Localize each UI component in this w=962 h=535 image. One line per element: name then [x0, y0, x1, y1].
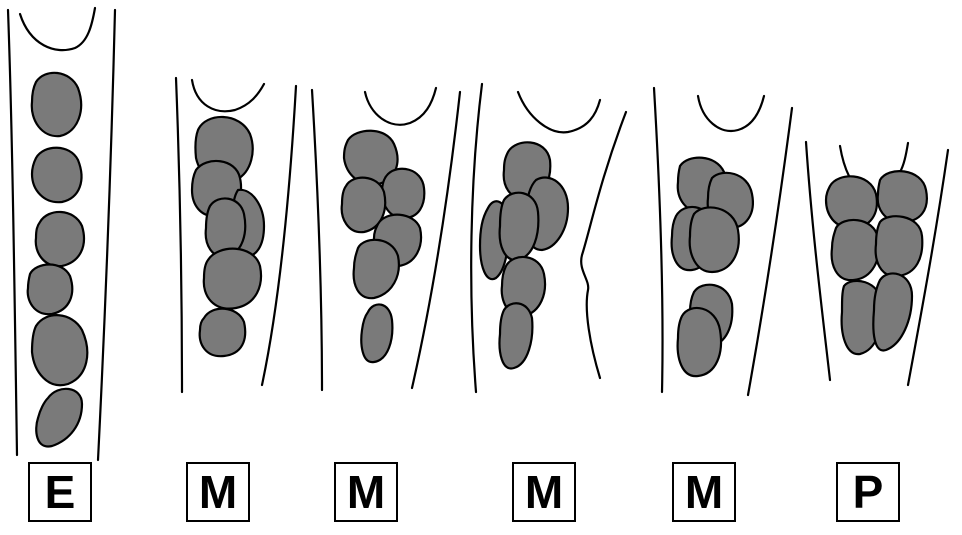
seed [200, 309, 245, 357]
seed [28, 265, 73, 315]
seed [206, 198, 246, 256]
hilum-arc [365, 88, 436, 125]
pod-wall-left [312, 90, 322, 390]
pod-wall-right [98, 10, 115, 460]
hilum-arc [20, 8, 95, 50]
panel-label-m2: M [334, 462, 398, 522]
funicle-left [840, 146, 849, 176]
seed [32, 315, 87, 385]
pod-wall-left [8, 10, 17, 455]
seed [500, 193, 539, 260]
panel-e-seeds [28, 73, 88, 447]
seed [361, 304, 392, 362]
panel-label-text: M [199, 469, 237, 515]
seed [690, 207, 739, 272]
panel-label-m1: M [186, 462, 250, 522]
panel-label-m3: M [512, 462, 576, 522]
hilum-arc [192, 80, 264, 111]
seed [678, 308, 721, 376]
panel-p-seeds [826, 171, 927, 354]
seed [204, 249, 261, 309]
seed [36, 389, 82, 447]
panel-label-text: M [525, 469, 563, 515]
panel-label-text: P [853, 469, 884, 515]
seed [876, 216, 923, 276]
seed [32, 73, 81, 136]
seed [382, 169, 424, 218]
panel-m4-seeds [672, 158, 753, 377]
seed [354, 240, 399, 298]
panel-label-text: E [45, 469, 76, 515]
panel-label-m4: M [672, 462, 736, 522]
funicle-right [900, 143, 908, 172]
seed [32, 148, 81, 202]
seed [873, 273, 912, 350]
hilum-arc [698, 96, 764, 131]
seed [832, 220, 879, 280]
panel-label-text: M [347, 469, 385, 515]
panel-m3-seeds [480, 142, 568, 368]
pod-wall-left [806, 142, 830, 380]
pod-wall-left [176, 78, 182, 392]
seed [500, 303, 533, 368]
panel-label-text: M [685, 469, 723, 515]
panel-m2-seeds [342, 131, 425, 362]
panel-label-e: E [28, 462, 92, 522]
pod-wall-right [581, 112, 626, 378]
pod-wall-right [748, 108, 792, 395]
panel-label-p: P [836, 462, 900, 522]
hilum-arc [518, 92, 600, 132]
seed [36, 212, 84, 266]
pod-wall-left [654, 88, 663, 392]
pod-wall-right [262, 86, 296, 385]
panel-m1-seeds [192, 117, 264, 356]
seed [878, 171, 927, 222]
